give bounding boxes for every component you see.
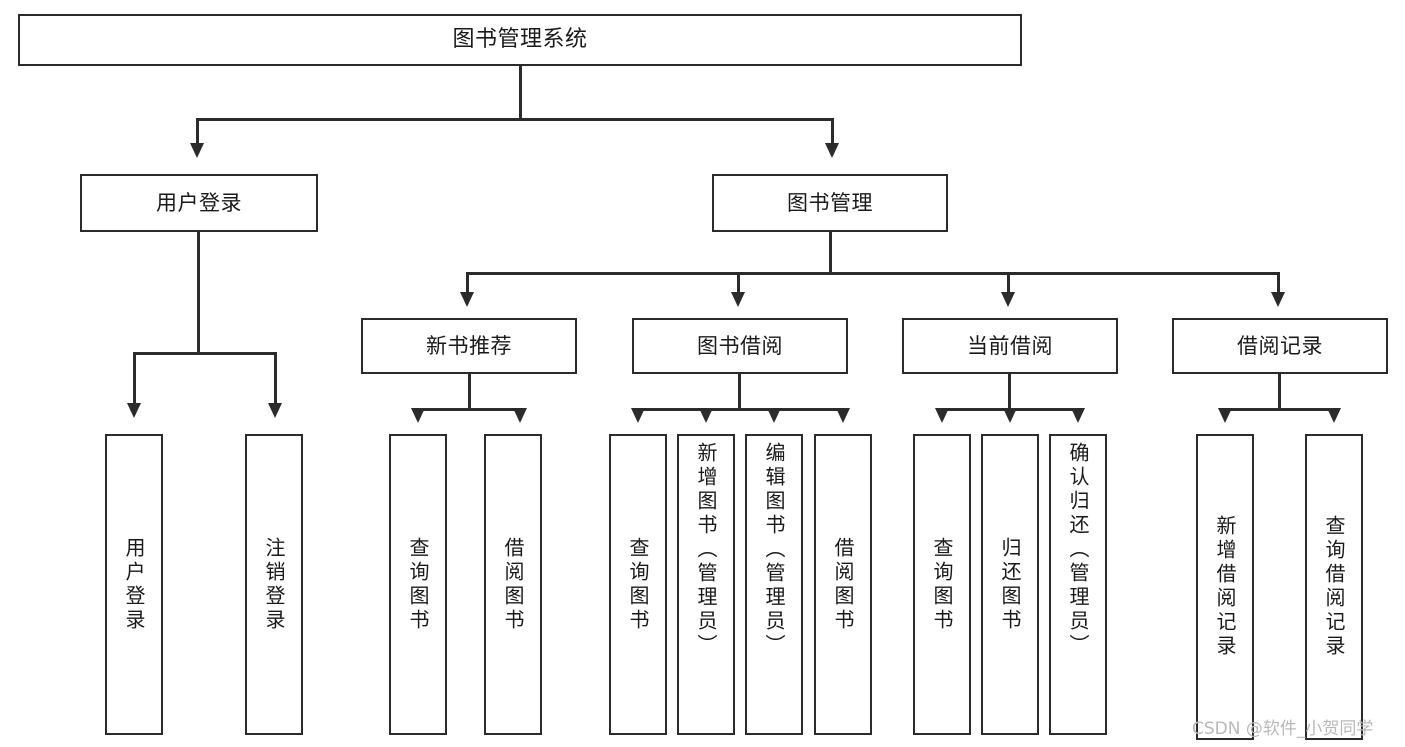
connector-root-bar: [196, 118, 834, 121]
node-new-book-recommend[interactable]: 新书推荐: [361, 318, 577, 374]
node-label: 查询图书: [406, 536, 430, 633]
node-label: 用户登录: [122, 536, 146, 633]
node-label: 归还图书: [998, 536, 1022, 633]
connector-recommend-bar: [417, 408, 520, 411]
connector-borrow-bar: [637, 408, 842, 411]
arrowhead-current-child-3: [1071, 408, 1085, 423]
connector-bookmgmt-bar: [466, 272, 1279, 275]
leaf-record-add-record[interactable]: 新增借阅记录: [1196, 434, 1254, 740]
connector-recommend-stem: [468, 374, 471, 410]
node-label: 图书管理系统: [452, 27, 588, 53]
connector-bookmgmt-child-2: [737, 272, 740, 294]
arrowhead-bookmgmt-child-2: [731, 292, 745, 307]
arrowhead-bookmgmt-child-3: [1001, 292, 1015, 307]
arrowhead-borrow-child-1: [631, 408, 645, 423]
leaf-borrow-edit-book-admin[interactable]: 编辑图书（管理员）: [745, 434, 803, 735]
node-label: 借阅记录: [1237, 333, 1323, 358]
node-label: 借阅图书: [501, 536, 525, 633]
arrowhead-bookmgmt-child-4: [1271, 292, 1285, 307]
node-label: 用户登录: [156, 190, 242, 215]
connector-bookmgmt-child-4: [1277, 272, 1280, 294]
connector-login-stem: [197, 232, 200, 354]
leaf-user-login[interactable]: 用户登录: [105, 434, 163, 735]
leaf-borrow-add-book-admin[interactable]: 新增图书（管理员）: [677, 434, 735, 735]
connector-current-stem: [1008, 374, 1011, 410]
connector-record-stem: [1278, 374, 1281, 410]
node-label: 新书推荐: [426, 333, 512, 358]
node-label: 确认归还（管理员）: [1066, 442, 1090, 658]
arrowhead-record-child-1: [1218, 408, 1232, 423]
node-label: 借阅图书: [831, 536, 855, 633]
node-book-borrow[interactable]: 图书借阅: [632, 318, 848, 374]
connector-login-child-2: [274, 352, 277, 405]
leaf-borrow-query-book[interactable]: 查询图书: [609, 434, 667, 735]
arrowhead-bookmgmt-child-1: [460, 292, 474, 307]
arrowhead-login-child-2: [268, 403, 282, 418]
leaf-borrow-borrow-book[interactable]: 借阅图书: [814, 434, 872, 735]
leaf-current-query-book[interactable]: 查询图书: [913, 434, 971, 735]
leaf-current-confirm-return-admin[interactable]: 确认归还（管理员）: [1049, 434, 1107, 735]
leaf-recommend-query-book[interactable]: 查询图书: [389, 434, 447, 735]
node-current-borrow[interactable]: 当前借阅: [902, 318, 1118, 374]
node-borrow-record[interactable]: 借阅记录: [1172, 318, 1388, 374]
node-label: 查询图书: [930, 536, 954, 633]
connector-root-stem: [519, 66, 522, 120]
connector-bookmgmt-child-1: [466, 272, 469, 294]
arrowhead-current-child-1: [935, 408, 949, 423]
arrowhead-borrow-child-2: [699, 408, 713, 423]
arrowhead-root-to-bookmgmt: [825, 143, 839, 158]
arrowhead-login-child-1: [127, 403, 141, 418]
connector-login-child-1: [133, 352, 136, 405]
csdn-watermark: CSDN @软件_小贺同学: [1192, 719, 1374, 739]
arrowhead-borrow-child-4: [836, 408, 850, 423]
arrowhead-recommend-child-2: [513, 408, 527, 423]
arrowhead-borrow-child-3: [767, 408, 781, 423]
node-label: 查询图书: [626, 536, 650, 633]
arrowhead-current-child-2: [1003, 408, 1017, 423]
arrowhead-record-child-2: [1327, 408, 1341, 423]
node-label: 图书借阅: [697, 333, 783, 358]
arrowhead-recommend-child-1: [411, 408, 425, 423]
arrowhead-root-to-login: [190, 143, 204, 158]
leaf-recommend-borrow-book[interactable]: 借阅图书: [484, 434, 542, 735]
connector-root-to-bookmgmt: [831, 118, 834, 146]
connector-bookmgmt-stem: [829, 232, 832, 274]
leaf-logout[interactable]: 注销登录: [245, 434, 303, 735]
node-label: 当前借阅: [967, 333, 1053, 358]
node-book-management[interactable]: 图书管理: [712, 174, 948, 232]
leaf-record-query-record[interactable]: 查询借阅记录: [1305, 434, 1363, 740]
connector-record-bar: [1224, 408, 1334, 411]
connector-login-bar: [133, 352, 277, 355]
connector-borrow-stem: [738, 374, 741, 410]
node-label: 查询借阅记录: [1322, 515, 1346, 659]
node-label: 图书管理: [787, 190, 873, 215]
node-root-system[interactable]: 图书管理系统: [18, 14, 1022, 66]
node-label: 编辑图书（管理员）: [762, 442, 786, 658]
connector-bookmgmt-child-3: [1007, 272, 1010, 294]
connector-root-to-login: [196, 118, 199, 146]
node-user-login[interactable]: 用户登录: [80, 174, 318, 232]
leaf-current-return-book[interactable]: 归还图书: [981, 434, 1039, 735]
node-label: 新增借阅记录: [1213, 515, 1237, 659]
node-label: 注销登录: [262, 536, 286, 633]
node-label: 新增图书（管理员）: [694, 442, 718, 658]
